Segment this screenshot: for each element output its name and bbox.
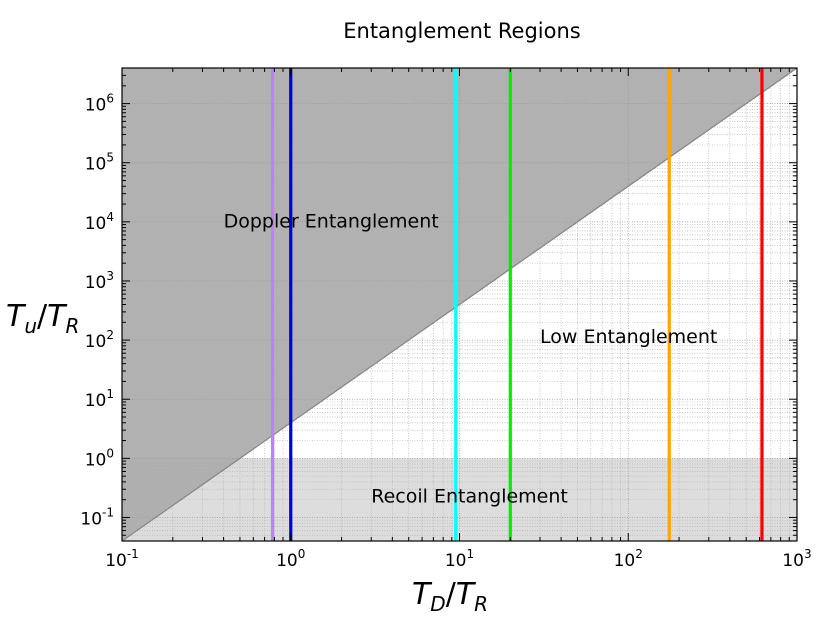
- x-tick-label: 103: [782, 547, 811, 571]
- region-label: Doppler Entanglement: [224, 211, 439, 233]
- x-tick-label: 10-1: [105, 547, 139, 571]
- svg-text:Tu/TR: Tu/TR: [6, 299, 79, 338]
- region-label: Low Entanglement: [540, 326, 717, 348]
- plot-frame: [121, 67, 798, 542]
- boundary-line: [122, 68, 797, 541]
- y-tick-label: 105: [85, 151, 114, 175]
- y-tick-label: 106: [85, 92, 114, 116]
- region-label: Recoil Entanglement: [371, 485, 568, 507]
- y-tick-label: 101: [85, 387, 114, 411]
- svg-text:TD/TR: TD/TR: [412, 577, 488, 616]
- y-tick-label: 103: [85, 269, 114, 293]
- y-tick-label: 100: [85, 446, 114, 470]
- x-tick-label: 101: [445, 547, 474, 571]
- y-tick-label: 102: [85, 328, 114, 352]
- chart-title: Entanglement Regions: [343, 19, 581, 43]
- y-tick-label: 10-1: [80, 505, 114, 529]
- x-axis-label: TD/TR: [412, 577, 488, 616]
- x-tick-label: 100: [276, 547, 305, 571]
- x-tick-label: 102: [614, 547, 643, 571]
- y-tick-label: 104: [85, 210, 114, 234]
- y-axis-label: Tu/TR: [6, 299, 79, 338]
